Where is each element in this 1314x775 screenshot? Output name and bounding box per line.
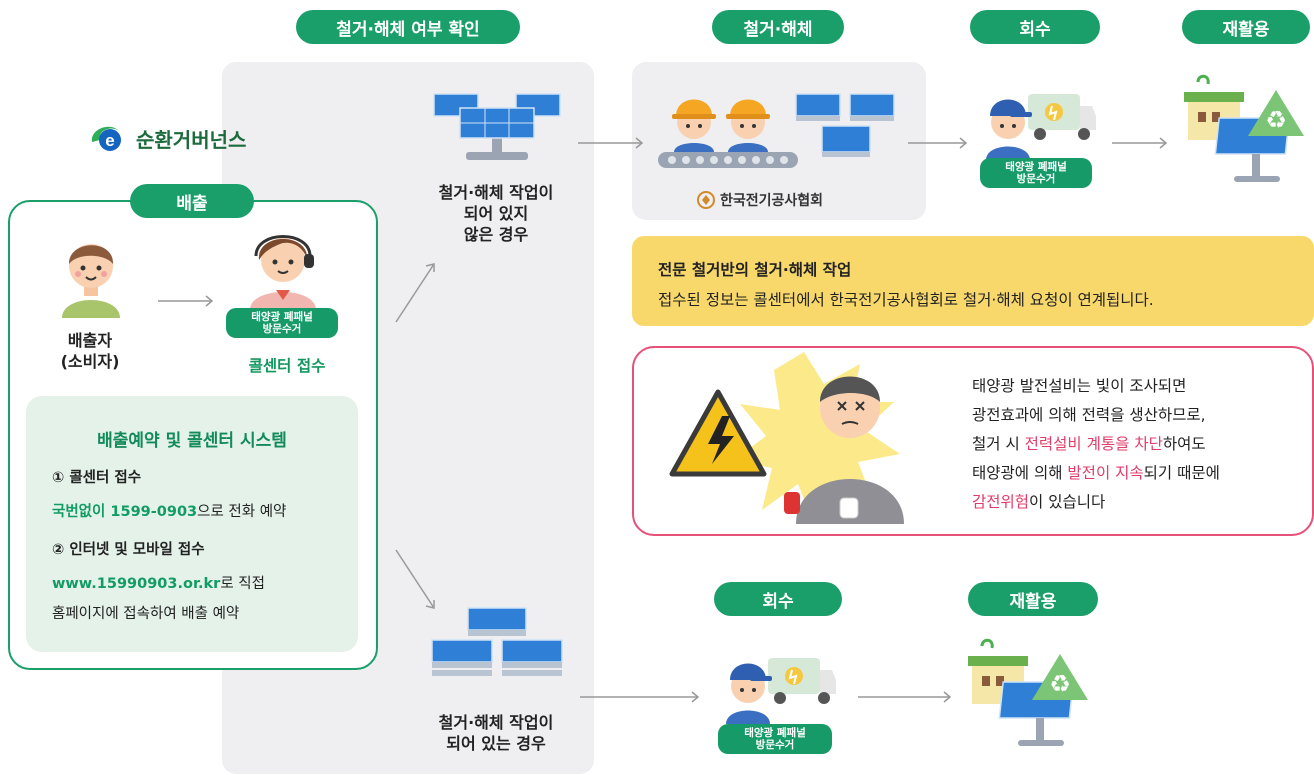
pill-recycle-top: 재활용 — [1182, 10, 1310, 44]
kea-name: 한국전기공사협회 — [720, 193, 824, 209]
notice-box: 전문 철거반의 철거·해체 작업 접수된 정보는 콜센터에서 한국전기공사협회로… — [632, 236, 1314, 326]
recycle-house-icon: ♻ — [1184, 74, 1304, 182]
shocked-worker-icon — [669, 352, 904, 524]
warning-text: 태양광 발전설비는 빛이 조사되면 광전효과에 의해 전력을 생산하므로, 철거… — [972, 377, 1220, 511]
person-icon — [62, 244, 120, 318]
svg-text:e: e — [105, 131, 114, 150]
pill-recycle-bottom: 재활용 — [968, 582, 1098, 616]
system-item1-title: ① 콜센터 접수 — [52, 470, 142, 486]
logo-e-icon: e — [91, 126, 121, 151]
system-item2-title: ② 인터넷 및 모바일 접수 — [52, 542, 205, 558]
kea-logo: 한국전기공사협회 — [696, 190, 823, 210]
truck-icon-bottom — [726, 658, 836, 724]
kea-emblem-icon — [697, 191, 715, 209]
website-link[interactable]: www.15990903.or.kr — [52, 576, 221, 592]
call-agent-icon — [250, 235, 316, 310]
worker-icon — [658, 93, 895, 168]
recycle-house-icon-bottom: ♻ — [968, 638, 1088, 746]
notice-title: 전문 철거반의 철거·해체 작업 — [658, 261, 852, 279]
arrow-to-collect-bottom — [580, 691, 700, 703]
arrow-to-recycle-top — [1112, 137, 1168, 149]
system-item1-detail: 국번없이 1599-0903으로 전화 예약 — [52, 504, 287, 520]
pill-collect-bottom: 회수 — [714, 582, 842, 616]
warning-box: 태양광 발전설비는 빛이 조사되면 광전효과에 의해 전력을 생산하므로, 철거… — [632, 346, 1314, 536]
reservation-system-box: 배출예약 및 콜센터 시스템 ① 콜센터 접수 국번없이 1599-0903으로… — [26, 396, 358, 652]
truck-badge-bottom: 태양광 폐패널 방문수거 — [718, 724, 832, 754]
pill-collect-top: 회수 — [970, 10, 1100, 44]
svg-text:♻: ♻ — [1265, 106, 1287, 134]
stacked-panels-icon — [431, 607, 563, 676]
brand-logo: e 순환거버넌스 — [88, 120, 246, 156]
arrow-to-dismantle — [578, 137, 644, 149]
arrow-to-recycle-bottom — [858, 691, 952, 703]
svg-text:♻: ♻ — [1049, 670, 1071, 698]
dismantle-box — [632, 62, 926, 220]
arrow-up-branch — [395, 263, 435, 323]
solar-panel-icon — [433, 93, 561, 160]
branch-dismantled: 철거·해체 작업이 되어 있는 경우 — [438, 713, 554, 753]
system-title: 배출예약 및 콜센터 시스템 — [97, 431, 287, 451]
branch-not-dismantled: 철거·해체 작업이 되어 있지 않은 경우 — [438, 183, 554, 244]
pill-dismantle: 철거·해체 — [712, 10, 844, 44]
agent-badge: 태양광 폐패널 방문수거 — [226, 308, 338, 338]
pill-emit: 배출 — [130, 184, 254, 218]
emitter-label: 배출자 (소비자) — [60, 331, 120, 371]
logo-text: 순환거버넌스 — [136, 127, 247, 152]
system-item2-line3: 홈페이지에 접속하여 배출 예약 — [52, 606, 240, 622]
system-item2-detail: www.15990903.or.kr로 직접 — [52, 576, 265, 592]
truck-badge-top: 태양광 폐패널 방문수거 — [980, 158, 1092, 188]
pill-check: 철거·해체 여부 확인 — [296, 10, 520, 44]
arrow-to-collect-top — [908, 137, 968, 149]
arrow-to-callcenter — [158, 295, 214, 307]
callcenter-label: 콜센터 접수 — [248, 357, 326, 375]
arrow-down-branch — [395, 549, 435, 609]
truck-icon — [986, 94, 1096, 160]
phone-number[interactable]: 국번없이 1599-0903 — [52, 504, 198, 520]
notice-detail: 접수된 정보는 콜센터에서 한국전기공사협회로 철거·해체 요청이 연계됩니다. — [658, 291, 1154, 309]
